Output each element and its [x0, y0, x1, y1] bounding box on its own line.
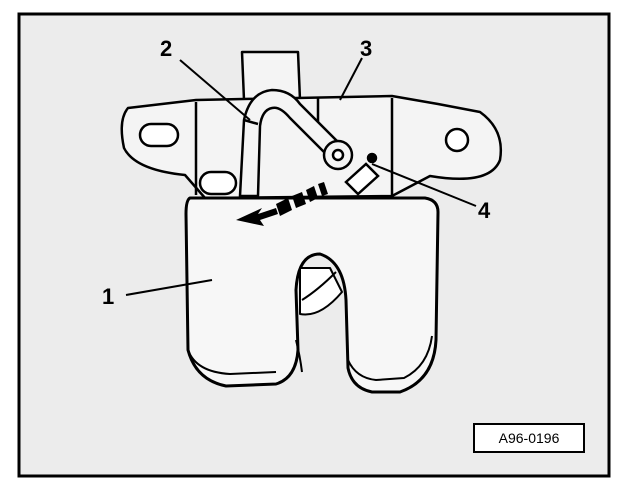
lock-housing — [184, 196, 440, 394]
reference-box — [473, 423, 585, 453]
leader-2 — [179, 59, 251, 121]
callout-2: 2 — [160, 36, 172, 61]
mounting-bracket — [120, 50, 503, 200]
pivot-fastener — [322, 139, 380, 196]
leader-3 — [339, 57, 363, 101]
callout-1: 1 — [102, 284, 114, 309]
reference-code: A96-0196 — [499, 430, 560, 446]
leader-lines — [125, 57, 477, 296]
callout-4: 4 — [478, 198, 491, 223]
direction-arrow — [236, 182, 328, 226]
leader-4 — [371, 163, 477, 207]
callout-3: 3 — [360, 36, 372, 61]
leader-1 — [125, 279, 213, 296]
